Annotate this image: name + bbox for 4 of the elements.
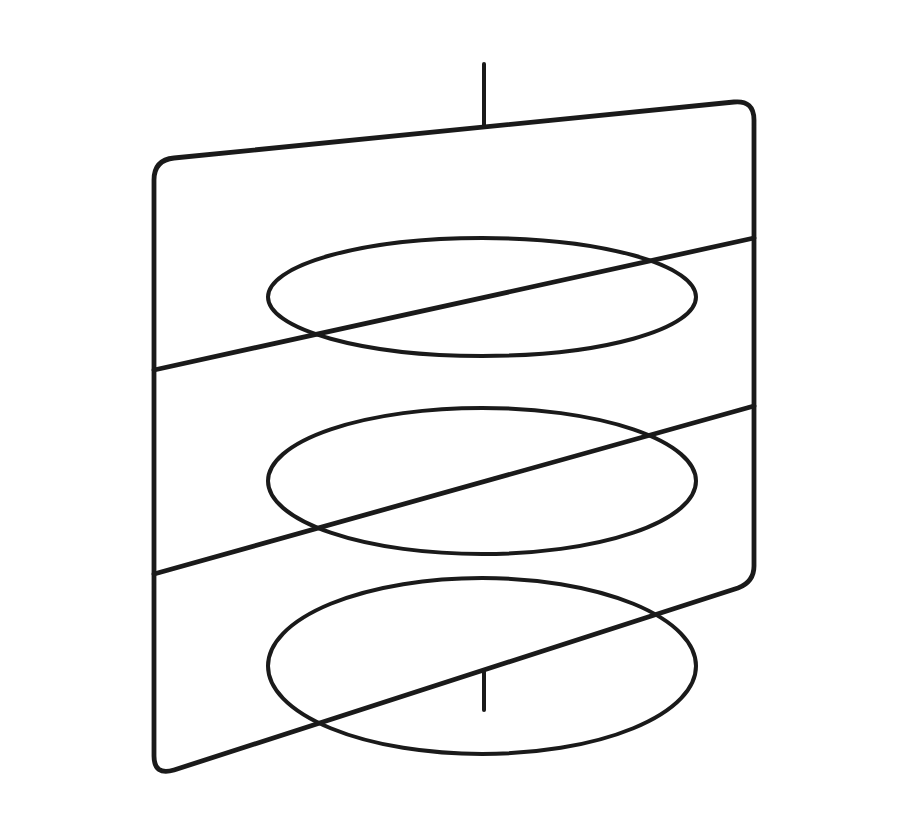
plane-shape [151,99,757,774]
ellipse-shape [266,406,698,556]
ellipse-shape [266,576,698,756]
ellipse-shape [266,236,698,358]
